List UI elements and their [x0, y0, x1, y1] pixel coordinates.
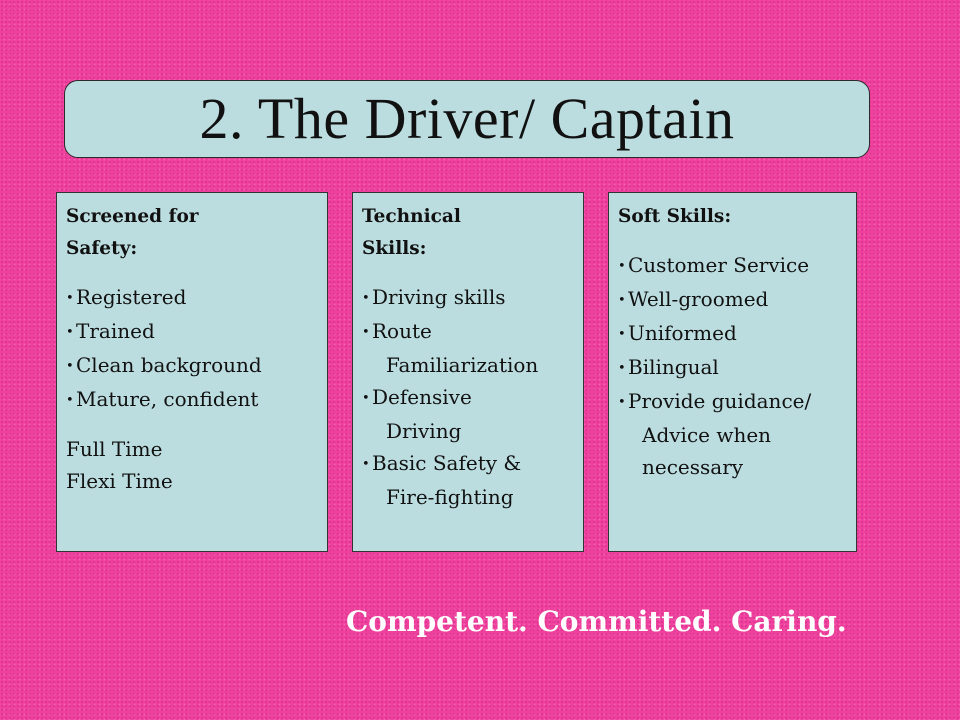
panel-heading: Screened for Safety:	[66, 201, 319, 265]
safety-list: •Registered •Trained •Clean background •…	[66, 281, 319, 417]
list-item-continuation: Driving	[386, 419, 462, 443]
panel-heading: Soft Skills:	[618, 201, 848, 233]
bullet-icon: •	[66, 393, 74, 408]
list-item-label: Basic Safety &	[372, 451, 522, 475]
heading-line: Screened for	[66, 206, 199, 227]
list-item: •Mature, confident	[66, 383, 319, 417]
slide-title: 2. The Driver/ Captain	[199, 86, 735, 151]
list-item-label: Bilingual	[628, 355, 719, 379]
list-item: •Registered	[66, 281, 319, 315]
list-item: •Driving skills	[362, 281, 575, 315]
bullet-icon: •	[362, 457, 370, 472]
panel-heading: Technical Skills:	[362, 201, 575, 265]
list-item: •Customer Service	[618, 249, 848, 283]
list-item: •Clean background	[66, 349, 319, 383]
list-item-label: Defensive	[372, 385, 472, 409]
bullet-icon: •	[66, 291, 74, 306]
list-item: •Trained	[66, 315, 319, 349]
bullet-icon: •	[618, 293, 626, 308]
list-item: •Provide guidance/Advice when necessary	[618, 385, 848, 483]
panel-soft-skills: Soft Skills: •Customer Service •Well-gro…	[608, 192, 857, 552]
bullet-icon: •	[618, 259, 626, 274]
list-item-label: Driving skills	[372, 285, 506, 309]
list-item: •Basic Safety & Fire-fighting	[362, 447, 575, 513]
bullet-icon: •	[66, 325, 74, 340]
list-item-continuation: Fire-fighting	[386, 485, 514, 509]
bullet-icon: •	[618, 395, 626, 410]
list-item-label: Well-groomed	[628, 287, 769, 311]
bullet-icon: •	[618, 327, 626, 342]
panel-safety: Screened for Safety: •Registered •Traine…	[56, 192, 328, 552]
list-item: •Uniformed	[618, 317, 848, 351]
heading-line: Safety:	[66, 238, 138, 259]
heading-line: Soft Skills:	[618, 206, 732, 227]
bullet-icon: •	[66, 359, 74, 374]
list-item-label: Registered	[76, 285, 187, 309]
list-item-label: Uniformed	[628, 321, 737, 345]
bullet-icon: •	[362, 391, 370, 406]
list-item-continuation: Advice when	[642, 423, 772, 447]
list-item-label: Provide guidance/	[628, 389, 812, 413]
soft-skills-list: •Customer Service •Well-groomed •Uniform…	[618, 249, 848, 483]
heading-line: Skills:	[362, 238, 427, 259]
title-banner: 2. The Driver/ Captain	[64, 80, 870, 158]
list-item: •Well-groomed	[618, 283, 848, 317]
employment-note: Full Time	[66, 437, 163, 461]
heading-line: Technical	[362, 206, 461, 227]
bullet-icon: •	[618, 361, 626, 376]
list-item-label: Customer Service	[628, 253, 810, 277]
list-item-label: Trained	[76, 319, 155, 343]
bullet-icon: •	[362, 325, 370, 340]
employment-note: Flexi Time	[66, 469, 173, 493]
list-item-label: Route	[372, 319, 432, 343]
list-item: •Bilingual	[618, 351, 848, 385]
bullet-icon: •	[362, 291, 370, 306]
list-item-continuation: Familiarization	[386, 353, 539, 377]
tagline: Competent. Committed. Caring.	[346, 605, 847, 638]
list-item-label: Mature, confident	[76, 387, 259, 411]
list-item-label: Clean background	[76, 353, 262, 377]
list-item-continuation: necessary	[642, 455, 744, 479]
panel-technical: Technical Skills: •Driving skills •Route…	[352, 192, 584, 552]
